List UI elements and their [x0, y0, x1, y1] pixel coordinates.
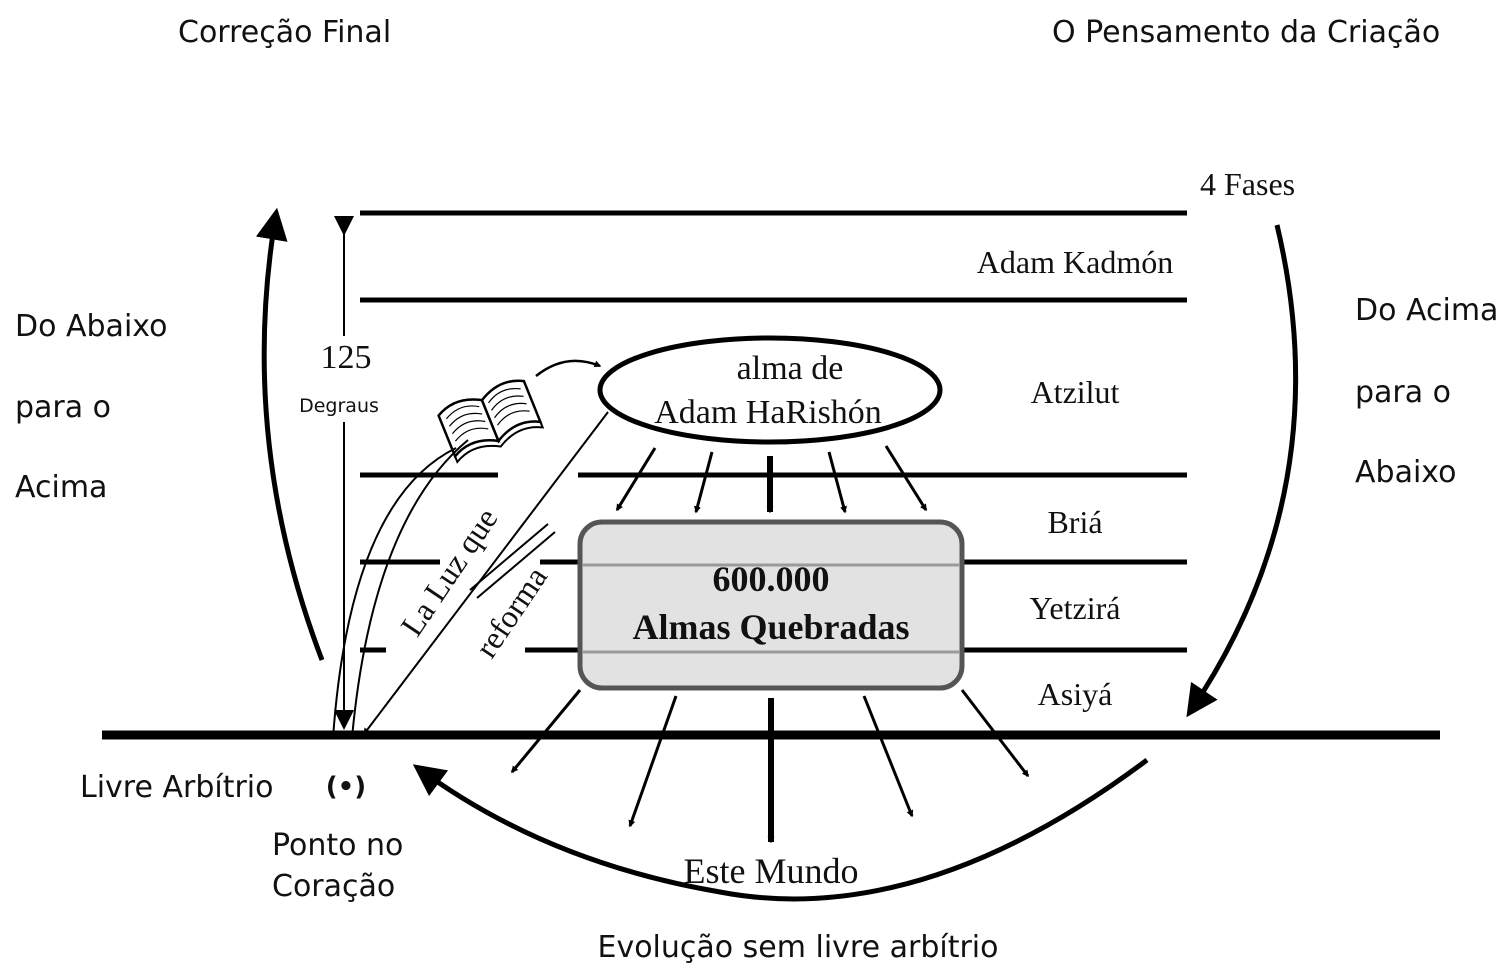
broken-souls-label: Almas Quebradas [632, 607, 909, 647]
light-zigzag-2 [476, 531, 556, 599]
point-in-heart-line-1: Ponto no [272, 828, 403, 863]
degrees-number: 125 [321, 339, 372, 376]
soul-arrow-4 [827, 451, 847, 514]
free-will-label: Livre Arbítrio [80, 770, 274, 805]
evolution-arc-arrow [412, 757, 1149, 902]
evolution-caption: Evolução sem livre arbítrio [597, 930, 998, 965]
soul-arrow-5 [884, 445, 928, 512]
light-line-from-point [351, 439, 469, 739]
adam-harishon-soul-ellipse [597, 335, 943, 445]
world-arrow-2 [628, 695, 678, 828]
book-to-soul-arrow [535, 359, 602, 377]
degrees-label-gap [296, 336, 392, 422]
ascending-arc-arrow [255, 207, 325, 661]
right-side-line-2: para o [1355, 375, 1451, 410]
soul-label-line-2: Adam HaRishón [654, 394, 882, 431]
light-zigzag-1 [469, 523, 549, 591]
world-arrow-1 [510, 689, 582, 774]
world-arrow-5 [960, 689, 1030, 778]
left-side-line-3: Acima [15, 470, 107, 505]
four-phases-label: 4 Fases [1200, 166, 1295, 202]
world-label-yetzira: Yetzirá [1030, 590, 1121, 626]
this-world-label: Este Mundo [684, 851, 859, 891]
degrees-label: Degraus [299, 395, 379, 417]
soul-label-line-1: alma de [737, 350, 844, 387]
point-in-heart-icon: (•) [326, 772, 366, 802]
left-side-line-2: para o [15, 390, 111, 425]
point-in-heart-line-2: Coração [272, 869, 395, 904]
descending-arc-arrow [1186, 224, 1299, 718]
right-side-line-3: Abaixo [1355, 455, 1456, 490]
left-side-line-1: Do Abaixo [15, 309, 167, 344]
broken-souls-box [577, 519, 965, 691]
light-line-outer [332, 447, 457, 739]
world-arrow-4 [862, 695, 914, 818]
world-label-bria: Briá [1047, 504, 1102, 540]
final-correction-title: Correção Final [178, 15, 391, 50]
world-label-atzilut: Atzilut [1031, 374, 1120, 410]
right-side-line-1: Do Acima [1355, 293, 1498, 328]
soul-to-point-arrow [363, 411, 609, 736]
soul-arrow-2 [694, 451, 714, 514]
world-label-asiya: Asiyá [1038, 676, 1113, 712]
book-icon [437, 379, 545, 464]
world-label-adam-kadmon: Adam Kadmón [977, 244, 1173, 280]
thought-of-creation-title: O Pensamento da Criação [1052, 15, 1440, 50]
soul-arrow-1 [615, 447, 657, 512]
broken-souls-count: 600.000 [713, 559, 830, 599]
